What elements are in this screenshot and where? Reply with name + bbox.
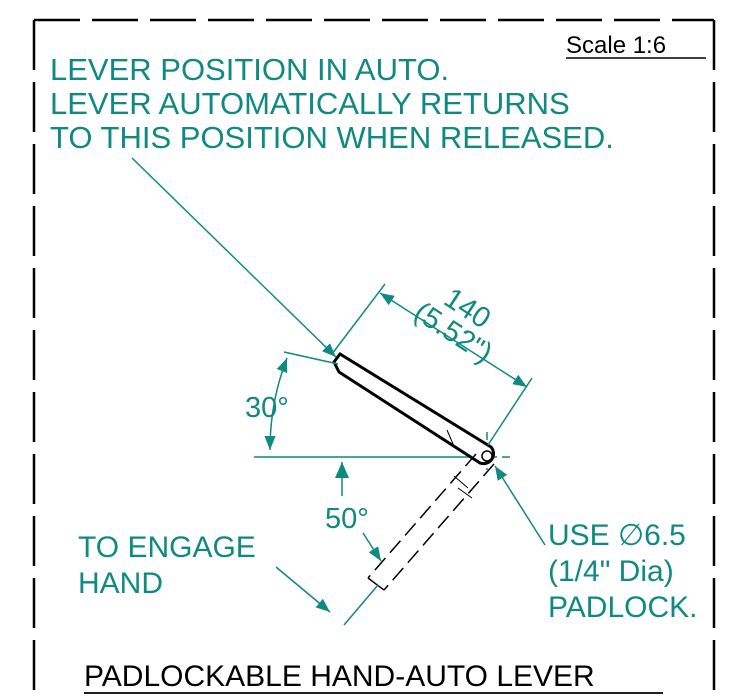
- angle-30-label: 30°: [245, 392, 289, 424]
- lever-auto: [332, 352, 496, 466]
- border-frame: [32, 18, 716, 699]
- padlock-line-3: PADLOCK.: [548, 591, 698, 624]
- engage-leader: [275, 566, 331, 613]
- note-line-2: LEVER AUTOMATICALLY RETURNS: [50, 86, 570, 121]
- scale-label: Scale 1:6: [566, 32, 666, 59]
- lever-section-mark: [446, 429, 454, 445]
- angle-30-dimension: [264, 351, 339, 451]
- padlock-line-2: (1/4" Dia): [548, 555, 674, 588]
- engage-extension: [343, 584, 379, 626]
- angle-50-arrowhead: [335, 462, 349, 478]
- engage-line-2: HAND: [78, 567, 163, 600]
- hand-section-marks: [453, 475, 473, 499]
- padlock-line-1: USE ∅6.5: [548, 519, 686, 552]
- padlock-leader: [494, 465, 546, 546]
- note-line-3: TO THIS POSITION WHEN RELEASED.: [50, 120, 614, 155]
- note-leader: [131, 157, 337, 358]
- note-text: LEVER POSITION IN AUTO. LEVER AUTOMATICA…: [50, 52, 614, 155]
- length-dimension: [331, 283, 533, 446]
- lever-hand-position: [367, 453, 495, 591]
- note-line-1: LEVER POSITION IN AUTO.: [50, 52, 449, 87]
- pivot-hole: [481, 450, 493, 462]
- drawing-title: PADLOCKABLE HAND-AUTO LEVER: [84, 660, 595, 693]
- engage-line-1: TO ENGAGE: [78, 531, 256, 564]
- angle-50-label: 50°: [325, 503, 369, 535]
